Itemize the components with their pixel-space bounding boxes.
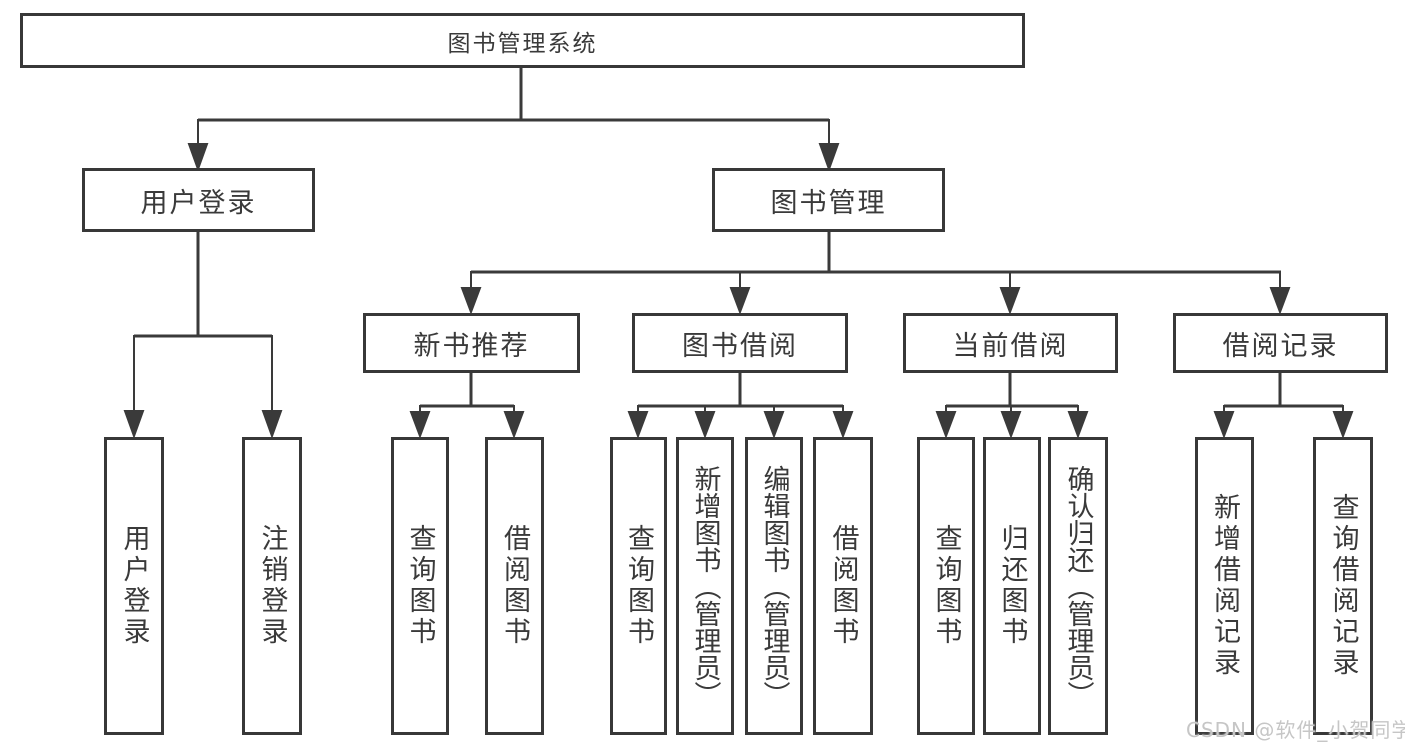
leaf-query-borrow-record: 查询借阅记录 [1313, 437, 1373, 735]
leaf-borrow-books-2: 借阅图书 [813, 437, 873, 735]
leaf-query-books-3-label: 查询图书 [930, 524, 962, 648]
node-user-login: 用户登录 [82, 168, 315, 232]
leaf-add-book-admin-label: 新增图书（管理员） [689, 464, 721, 708]
arrow-to-leaf-borrow-books-1 [503, 405, 525, 439]
leaf-user-login: 用户登录 [104, 437, 164, 735]
leaf-query-books-3: 查询图书 [917, 437, 975, 735]
leaf-return-book: 归还图书 [983, 437, 1041, 735]
arrow-to-leaf-query-books-2 [627, 405, 649, 439]
leaf-confirm-return-admin-label: 确认归还（管理员） [1062, 464, 1094, 708]
arrow-to-current-borrow [999, 271, 1021, 315]
leaf-add-book-admin: 新增图书（管理员） [676, 437, 734, 735]
arrow-to-leaf-borrow-books-2 [832, 405, 854, 439]
arrow-to-book-borrow [729, 271, 751, 315]
leaf-user-login-label: 用户登录 [118, 524, 150, 648]
arrow-to-leaf-add-borrow-record [1213, 405, 1235, 439]
node-new-book-recommend: 新书推荐 [363, 313, 580, 373]
arrow-to-user-login [187, 119, 209, 172]
leaf-borrow-books-1: 借阅图书 [485, 437, 544, 735]
leaf-query-borrow-record-label: 查询借阅记录 [1327, 493, 1359, 679]
leaf-query-books-2-label: 查询图书 [623, 524, 654, 648]
arrow-to-leaf-query-borrow-record [1332, 405, 1354, 439]
leaf-query-books-2: 查询图书 [610, 437, 667, 735]
node-borrow-records: 借阅记录 [1173, 313, 1388, 373]
arrow-to-leaf-add-book [694, 405, 716, 439]
arrow-to-leaf-confirm-return [1067, 405, 1089, 439]
node-book-management: 图书管理 [712, 168, 945, 232]
arrow-to-leaf-user-login [123, 335, 145, 439]
leaf-logout-label: 注销登录 [256, 524, 288, 648]
arrow-to-borrow-records [1269, 271, 1291, 315]
watermark: CSDN @软件_小贺同学 [1186, 718, 1405, 742]
leaf-logout: 注销登录 [242, 437, 302, 735]
leaf-edit-book-admin: 编辑图书（管理员） [745, 437, 803, 735]
leaf-add-borrow-record-label: 新增借阅记录 [1209, 493, 1240, 679]
leaf-confirm-return-admin: 确认归还（管理员） [1048, 437, 1108, 735]
arrow-to-leaf-query-books-3 [935, 405, 957, 439]
leaf-return-book-label: 归还图书 [996, 524, 1028, 648]
node-root-system: 图书管理系统 [20, 13, 1025, 68]
leaf-borrow-books-1-label: 借阅图书 [499, 524, 530, 648]
arrow-to-leaf-query-books-1 [409, 405, 431, 439]
leaf-borrow-books-2-label: 借阅图书 [827, 524, 859, 648]
leaf-add-borrow-record: 新增借阅记录 [1195, 437, 1254, 735]
arrow-to-new-book-recommend [460, 271, 482, 315]
node-book-borrow: 图书借阅 [632, 313, 848, 373]
leaf-edit-book-admin-label: 编辑图书（管理员） [758, 464, 790, 708]
node-current-borrow: 当前借阅 [903, 313, 1118, 373]
leaf-query-books-1: 查询图书 [391, 437, 449, 735]
arrow-to-leaf-return-book [1000, 405, 1022, 439]
arrow-to-book-management [818, 119, 840, 172]
arrow-to-leaf-logout [261, 335, 283, 439]
arrow-to-leaf-edit-book [763, 405, 785, 439]
leaf-query-books-1-label: 查询图书 [404, 524, 436, 648]
